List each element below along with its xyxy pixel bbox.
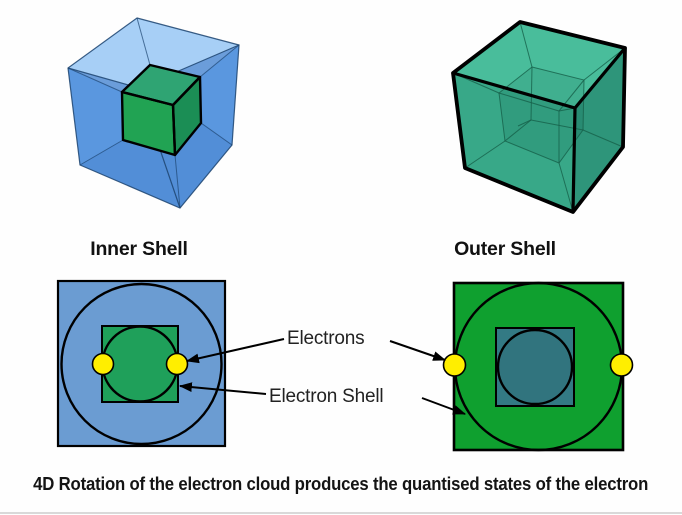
outer-shell-tesseract — [451, 20, 627, 214]
inner-cube-green — [120, 63, 203, 157]
inner-shell-title: Inner Shell — [90, 238, 188, 260]
inner-shell-tesseract — [67, 17, 240, 209]
electron-shell-arrow-left — [178, 382, 267, 395]
electron-left — [442, 353, 467, 377]
inner-shell-cross-section — [56, 279, 227, 448]
electron-left — [91, 352, 115, 376]
electrons-label: Electrons — [287, 328, 365, 349]
outer-cube-thick-edges — [451, 20, 627, 214]
outer-cube-green — [453, 22, 625, 212]
figure-caption: 4D Rotation of the electron cloud produc… — [0, 474, 682, 495]
inner-cloud-circle — [496, 328, 574, 406]
electrons-arrow-left — [185, 338, 285, 364]
figure-caption-text: 4D Rotation of the electron cloud produc… — [33, 474, 649, 494]
electron-shell-label: Electron Shell — [269, 386, 384, 407]
electron-right — [165, 352, 189, 376]
bottom-divider — [0, 512, 682, 514]
outer-shell-cross-section — [442, 281, 634, 452]
electron-right — [609, 353, 634, 377]
annotation-arrows — [178, 338, 467, 415]
electron-shell-diagrams — [56, 279, 634, 452]
electrons-arrow-right — [389, 340, 447, 361]
electron-shell-arrow-right — [421, 397, 467, 415]
outer-shell-title: Outer Shell — [454, 238, 556, 260]
outer-orbit-circle — [60, 282, 223, 446]
